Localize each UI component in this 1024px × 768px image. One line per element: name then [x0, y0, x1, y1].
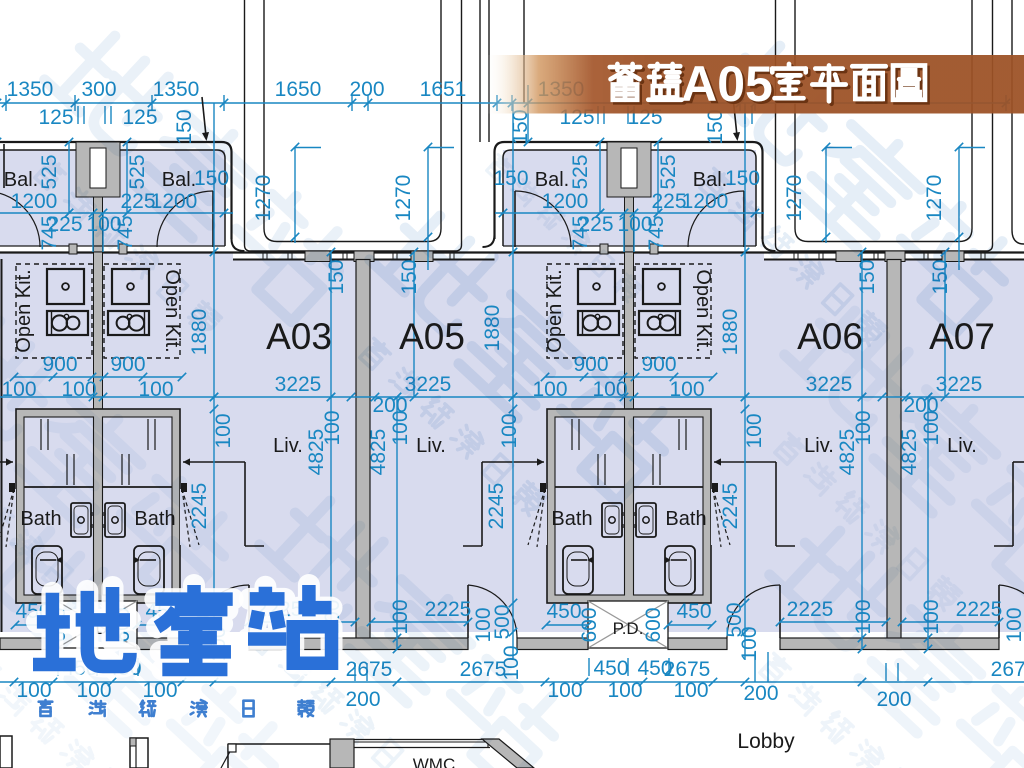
svg-text:100: 100 [532, 378, 567, 401]
svg-text:150: 150 [0, 109, 1, 144]
svg-text:200: 200 [349, 78, 384, 101]
svg-text:100: 100 [138, 378, 173, 401]
svg-text:450: 450 [676, 600, 711, 623]
svg-text:2225: 2225 [956, 598, 1003, 621]
svg-text:100: 100 [389, 410, 412, 445]
svg-text:1270: 1270 [783, 175, 806, 222]
svg-text:Bath: Bath [20, 508, 61, 530]
svg-text:Open Kit.: Open Kit. [13, 269, 35, 352]
svg-text:Bal.: Bal. [535, 169, 569, 191]
svg-text:100: 100 [212, 413, 235, 448]
svg-text:A03: A03 [266, 316, 332, 357]
svg-text:525: 525 [657, 154, 680, 189]
svg-text:150: 150 [725, 167, 760, 190]
svg-text:100: 100 [738, 626, 761, 661]
svg-text:1650: 1650 [275, 78, 322, 101]
svg-text:2245: 2245 [719, 483, 742, 530]
svg-text:4825: 4825 [305, 429, 328, 476]
svg-text:3225: 3225 [936, 373, 983, 396]
svg-text:2675: 2675 [664, 658, 711, 681]
svg-text:100: 100 [669, 378, 704, 401]
svg-text:150: 150 [509, 109, 532, 144]
svg-text:2675: 2675 [991, 658, 1024, 681]
svg-text:100: 100 [617, 213, 652, 236]
svg-text:525: 525 [569, 154, 592, 189]
svg-text:500: 500 [491, 604, 514, 639]
svg-text:Bath: Bath [551, 508, 592, 530]
svg-text:Bal.: Bal. [4, 169, 38, 191]
svg-text:1880: 1880 [719, 309, 742, 356]
svg-text:Bath: Bath [665, 508, 706, 530]
svg-text:A05: A05 [681, 56, 773, 112]
svg-text:Liv.: Liv. [416, 435, 446, 457]
svg-text:P.D.: P.D. [613, 619, 644, 638]
svg-text:600: 600 [578, 607, 601, 642]
svg-text:1880: 1880 [481, 305, 504, 352]
svg-text:225: 225 [651, 190, 686, 213]
svg-text:100: 100 [743, 413, 766, 448]
svg-text:100: 100 [472, 607, 495, 642]
svg-text:1270: 1270 [392, 175, 415, 222]
svg-text:2245: 2245 [188, 483, 211, 530]
svg-text:2245: 2245 [485, 483, 508, 530]
svg-text:450: 450 [546, 600, 581, 623]
svg-text:200: 200 [372, 394, 407, 417]
svg-text:100: 100 [607, 679, 642, 702]
svg-text:1651: 1651 [420, 78, 467, 101]
svg-text:200: 200 [743, 682, 778, 705]
svg-text:225: 225 [578, 213, 613, 236]
svg-text:3225: 3225 [275, 373, 322, 396]
svg-text:900: 900 [110, 353, 145, 376]
svg-text:745: 745 [38, 215, 61, 250]
svg-text:225: 225 [47, 213, 82, 236]
svg-text:Open Kit.: Open Kit. [161, 269, 183, 352]
svg-text:100: 100 [673, 679, 708, 702]
svg-text:Open Kit.: Open Kit. [692, 269, 714, 352]
svg-text:600: 600 [642, 607, 665, 642]
svg-text:4825: 4825 [836, 429, 859, 476]
svg-text:Liv.: Liv. [273, 435, 303, 457]
svg-text:Lobby: Lobby [737, 730, 795, 753]
svg-text:745: 745 [645, 215, 668, 250]
svg-text:150: 150 [856, 259, 879, 294]
svg-text:1200: 1200 [542, 190, 589, 213]
svg-text:WMC: WMC [413, 755, 455, 768]
svg-text:100: 100 [321, 410, 344, 445]
svg-text:1200: 1200 [11, 190, 58, 213]
svg-text:500: 500 [723, 602, 746, 637]
svg-text:100: 100 [1003, 607, 1024, 642]
svg-text:450: 450 [593, 657, 628, 680]
svg-text:900: 900 [641, 353, 676, 376]
svg-text:150: 150 [704, 109, 727, 144]
svg-text:450: 450 [637, 657, 672, 680]
svg-text:4825: 4825 [367, 429, 390, 476]
svg-text:200: 200 [345, 688, 380, 711]
svg-text:Liv.: Liv. [804, 435, 834, 457]
svg-text:125: 125 [38, 106, 73, 129]
